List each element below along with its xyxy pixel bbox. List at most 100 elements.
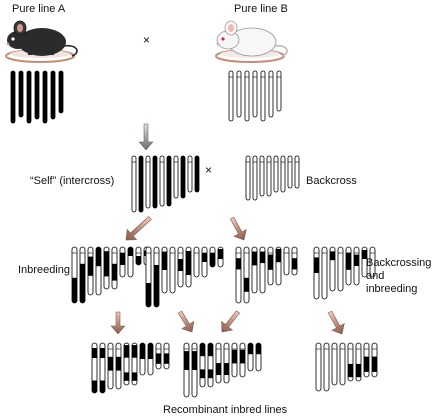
chromosome-ril-1 [163,342,170,370]
chromosome-backcross-b [273,155,279,193]
chromosome-ril-1 [107,342,114,390]
chromosome-backcross-b [294,155,300,189]
label-recombinant-inbred-lines: Recombinant inbred lines [163,404,288,416]
chromosome-f1 [138,155,144,213]
chromosome-pure-b [268,70,274,118]
chromosome-inbred-2 [201,246,208,278]
chromosome-ril-1 [131,342,138,386]
label-backcrossing-line2: and [366,270,385,282]
chromosome-pure-b [236,70,242,118]
cross-symbol-top: × [143,33,151,47]
white-mouse-icon [215,20,288,63]
chromosome-bc-inbred [353,246,360,286]
label-pure-line-b: Pure line B [234,3,288,15]
chromosome-ril-2 [207,342,214,388]
chromosome-ril-3 [371,342,378,378]
arrow-inbred-to-ril-2a [177,310,195,333]
chromosome-pure-b [244,70,250,122]
chromosome-f1 [166,155,172,207]
chromosome-ril-3 [363,342,370,378]
chromosome-ril-2 [247,342,254,372]
chromosome-inbred-1 [135,246,142,266]
chromosome-backcross-b [280,155,286,193]
chromosome-ril-1 [115,342,122,390]
chromosome-ril-3 [355,342,362,382]
arrow-f1-to-inbred-right [229,216,247,241]
chromosome-inbred-1 [127,246,134,278]
chromosome-ril-3 [331,342,338,386]
chromosome-ril-1 [99,342,106,394]
arrow-inbred-to-ril-1 [110,311,126,335]
chromosome-inbred-3 [235,246,242,304]
chromosome-ril-1 [155,342,162,370]
chromosome-f1 [180,155,186,199]
chromosome-inbred-3 [291,246,298,276]
chromosome-ril-2 [239,342,246,378]
chromosome-ril-2 [231,342,238,378]
chromosome-inbred-3 [275,246,282,286]
chromosome-pure-b [228,70,234,122]
arrow-f1-to-inbred-left [125,216,152,241]
chromosome-pure-a [10,70,16,124]
chromosome-bc-inbred [361,246,368,278]
chromosome-bc-inbred [329,246,336,292]
chromosome-inbred-1 [119,246,126,278]
chromosome-inbred-2 [169,246,176,294]
chromosome-pure-b [276,70,282,112]
chromosome-ril-2 [215,342,222,384]
label-backcrossing-line3: inbreeding [366,283,418,295]
chromosome-pure-b [260,70,266,122]
chromosome-pure-a [26,70,32,124]
chromosome-pure-a [50,70,56,120]
chromosome-ril-1 [91,342,98,394]
chromosome-f1 [131,155,137,213]
chromosome-inbred-1 [103,246,110,290]
black-mouse-icon [5,20,78,63]
arrow-bc-to-ril-3 [327,310,345,335]
chromosome-pure-b [252,70,258,118]
cross-symbol-middle: × [205,163,213,177]
chromosome-ril-2 [191,342,198,398]
chromosome-f1 [145,155,151,209]
chromosome-inbred-3 [251,246,258,294]
chromosome-inbred-1 [111,246,118,290]
chromosome-ril-3 [315,342,322,392]
chromosome-inbred-2 [217,246,224,268]
chromosome-f1 [152,155,158,209]
chromosome-pure-a [58,70,64,114]
label-pure-line-a: Pure line A [12,3,66,15]
chromosome-backcross-b [259,155,265,197]
chromosome-f1 [159,155,165,207]
chromosome-bc-inbred [337,246,344,292]
chromosome-pure-a [18,70,24,118]
chromosome-backcross-b [266,155,272,197]
chromosome-inbred-2 [193,246,200,278]
chromosome-backcross-b [252,155,258,201]
chromosome-ril-1 [123,342,130,386]
chromosome-bc-inbred [345,246,352,286]
chromosome-inbred-3 [267,246,274,286]
chromosome-f1 [173,155,179,199]
chromosome-pure-a [34,70,40,120]
chromosome-ril-2 [183,342,190,398]
chromosome-inbred-2 [145,246,152,308]
chromosome-ril-3 [339,342,346,386]
label-inbreeding: Inbreeding [18,264,70,276]
chromosome-inbred-3 [283,246,290,276]
chromosome-backcross-b [287,155,293,189]
chromosome-ril-2 [223,342,230,384]
chromosome-ril-1 [139,342,146,376]
chromosome-inbred-2 [177,246,184,288]
chromosome-inbred-3 [243,246,250,304]
label-backcrossing-line1: Backcrossing [366,257,432,269]
chromosome-f1 [194,155,200,193]
chromosome-ril-2 [199,342,206,388]
chromosome-inbred-1 [71,246,78,304]
arrow-pure-to-f1 [138,123,154,151]
chromosome-bc-inbred [321,246,328,300]
label-backcross: Backcross [306,175,357,187]
chromosome-inbred-2 [209,246,216,268]
chromosome-bc-inbred [369,246,376,278]
